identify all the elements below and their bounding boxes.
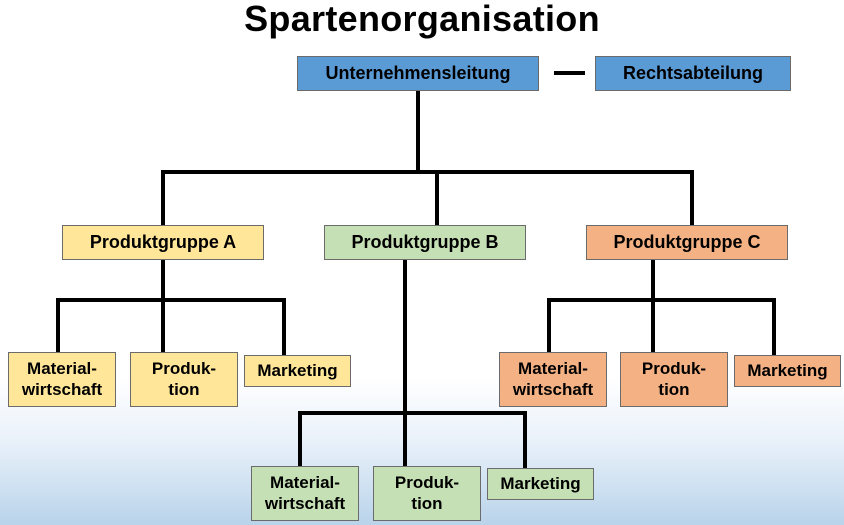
group-a-marketing-box: Marketing bbox=[244, 355, 351, 387]
group-a-production-box: Produk- tion bbox=[130, 352, 238, 407]
group-b-marketing-box: Marketing bbox=[487, 468, 594, 500]
management-box: Unternehmensleitung bbox=[297, 56, 539, 91]
diagram-title: Spartenorganisation bbox=[244, 0, 600, 39]
group-c-production-box: Produk- tion bbox=[620, 352, 728, 407]
group-b-materials-box: Material- wirtschaft bbox=[251, 466, 359, 521]
group-b-production-box: Produk- tion bbox=[373, 466, 481, 521]
group-a-materials-box: Material- wirtschaft bbox=[8, 352, 116, 407]
product-group-a-box: Produktgruppe A bbox=[62, 225, 264, 260]
product-group-b-box: Produktgruppe B bbox=[324, 225, 526, 260]
product-group-c-box: Produktgruppe C bbox=[586, 225, 788, 260]
group-c-marketing-box: Marketing bbox=[734, 355, 841, 387]
legal-department-box: Rechtsabteilung bbox=[595, 56, 791, 91]
group-c-materials-box: Material- wirtschaft bbox=[499, 352, 607, 407]
